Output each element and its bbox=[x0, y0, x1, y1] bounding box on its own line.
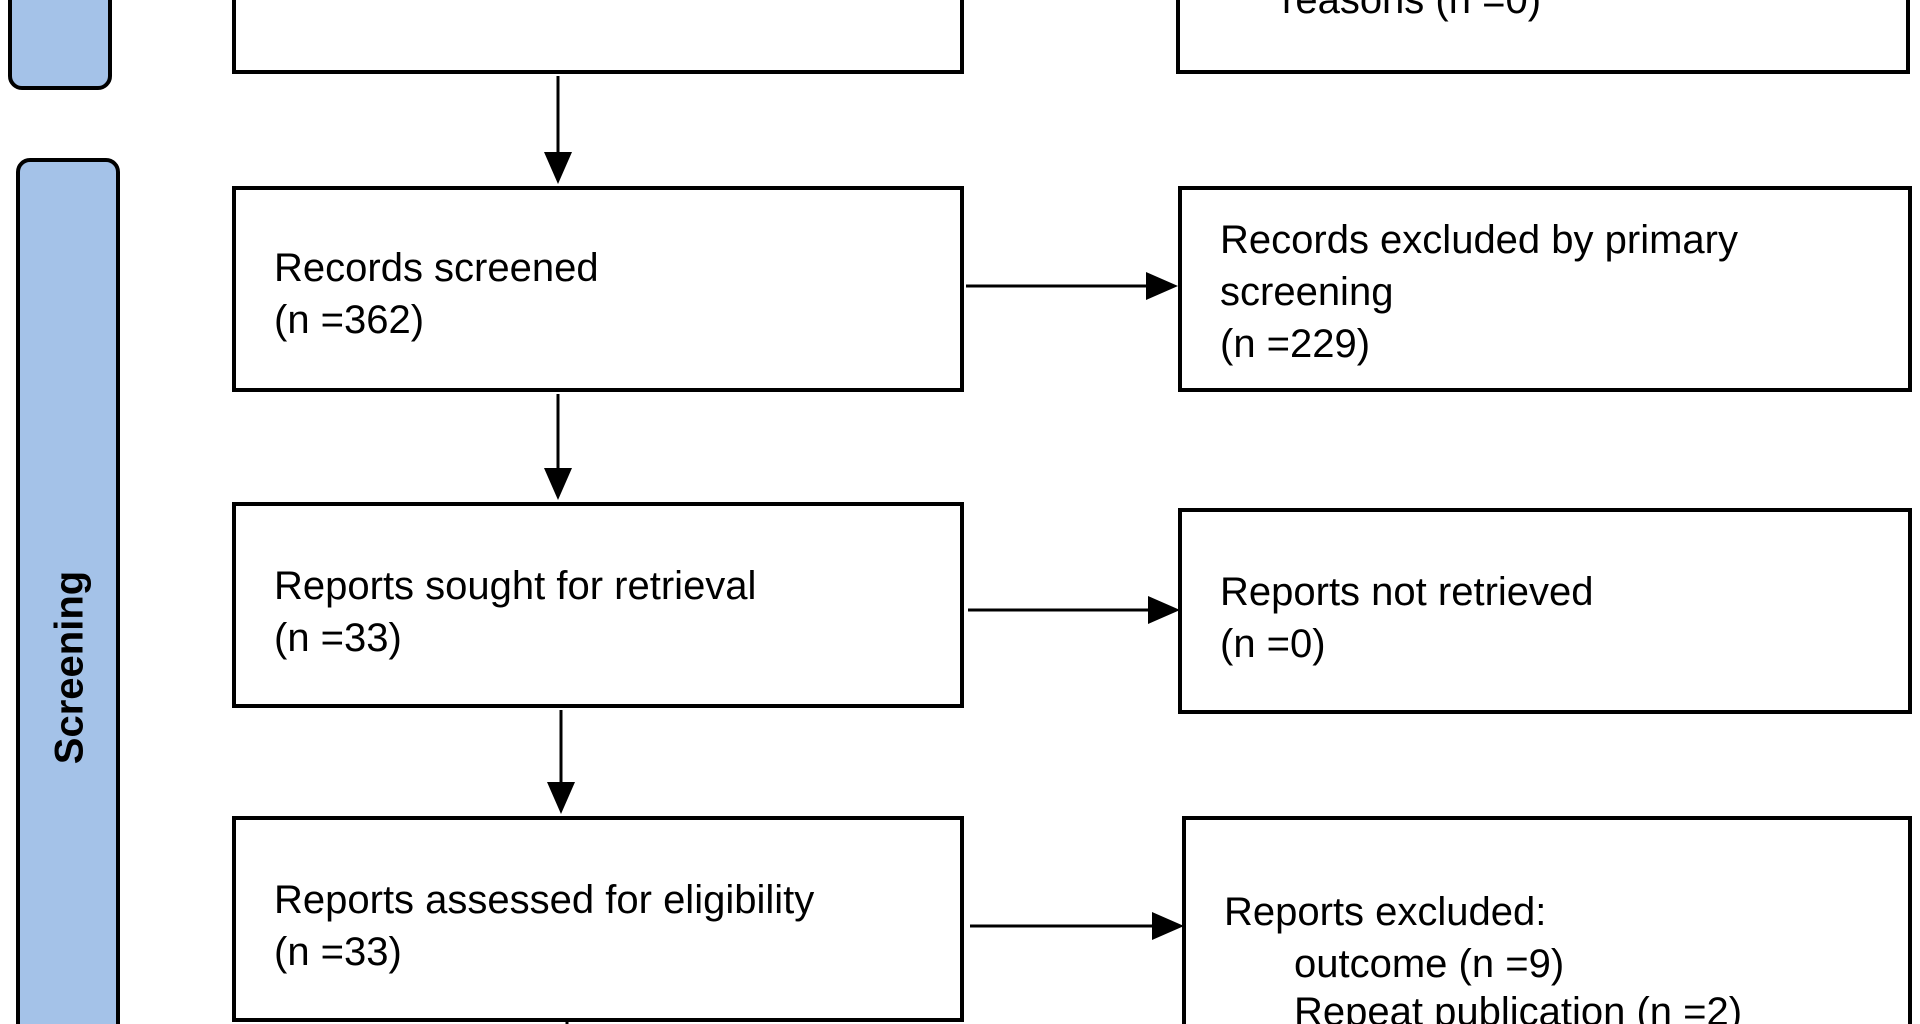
reports-not-retrieved-title: Reports not retrieved bbox=[1220, 570, 1594, 614]
reports-excluded-box: Reports excluded: outcome (n =9) Repeat … bbox=[1182, 816, 1912, 1024]
records-screened-title: Records screened bbox=[274, 246, 599, 290]
reports-sought-box: Reports sought for retrieval (n =33) bbox=[232, 502, 964, 708]
records-screened-count: (n =362) bbox=[274, 298, 425, 342]
reports-not-retrieved-box: Reports not retrieved (n =0) bbox=[1178, 508, 1912, 714]
arrowhead-screened-to-sought bbox=[544, 468, 572, 500]
screening-stage-tab bbox=[16, 158, 120, 1024]
records-excluded-count: (n =229) bbox=[1220, 322, 1371, 366]
arrowhead-assessed-to-excluded bbox=[1152, 912, 1184, 940]
arrowhead-top-to-screened bbox=[544, 152, 572, 184]
arrowhead-sought-to-not-retrieved bbox=[1148, 596, 1180, 624]
records-excluded-line1: Records excluded by primary bbox=[1220, 218, 1738, 262]
records-excluded-box: Records excluded by primary screening (n… bbox=[1178, 186, 1912, 392]
arrowhead-screened-to-excluded bbox=[1146, 272, 1178, 300]
reports-sought-title: Reports sought for retrieval bbox=[274, 564, 757, 608]
reports-excluded-repeat: Repeat publication (n =2) bbox=[1294, 990, 1743, 1024]
identification-stage-tab bbox=[8, 0, 112, 90]
top-left-partial-box bbox=[232, 0, 964, 74]
reports-sought-count: (n =33) bbox=[274, 616, 402, 660]
reports-assessed-box: Reports assessed for eligibility (n =33) bbox=[232, 816, 964, 1022]
top-right-partial-text: reasons (n =0) bbox=[1282, 0, 1542, 22]
arrowhead-sought-to-assessed bbox=[547, 782, 575, 814]
reports-excluded-outcome: outcome (n =9) bbox=[1294, 942, 1565, 986]
reports-assessed-count: (n =33) bbox=[274, 930, 402, 974]
records-excluded-line2: screening bbox=[1220, 270, 1394, 314]
reports-assessed-title: Reports assessed for eligibility bbox=[274, 878, 815, 922]
reports-not-retrieved-count: (n =0) bbox=[1220, 622, 1326, 666]
reports-excluded-title: Reports excluded: bbox=[1224, 890, 1547, 934]
records-screened-box: Records screened (n =362) bbox=[232, 186, 964, 392]
top-right-partial-box: reasons (n =0) bbox=[1176, 0, 1910, 74]
screening-stage-label: Screening bbox=[47, 570, 92, 765]
